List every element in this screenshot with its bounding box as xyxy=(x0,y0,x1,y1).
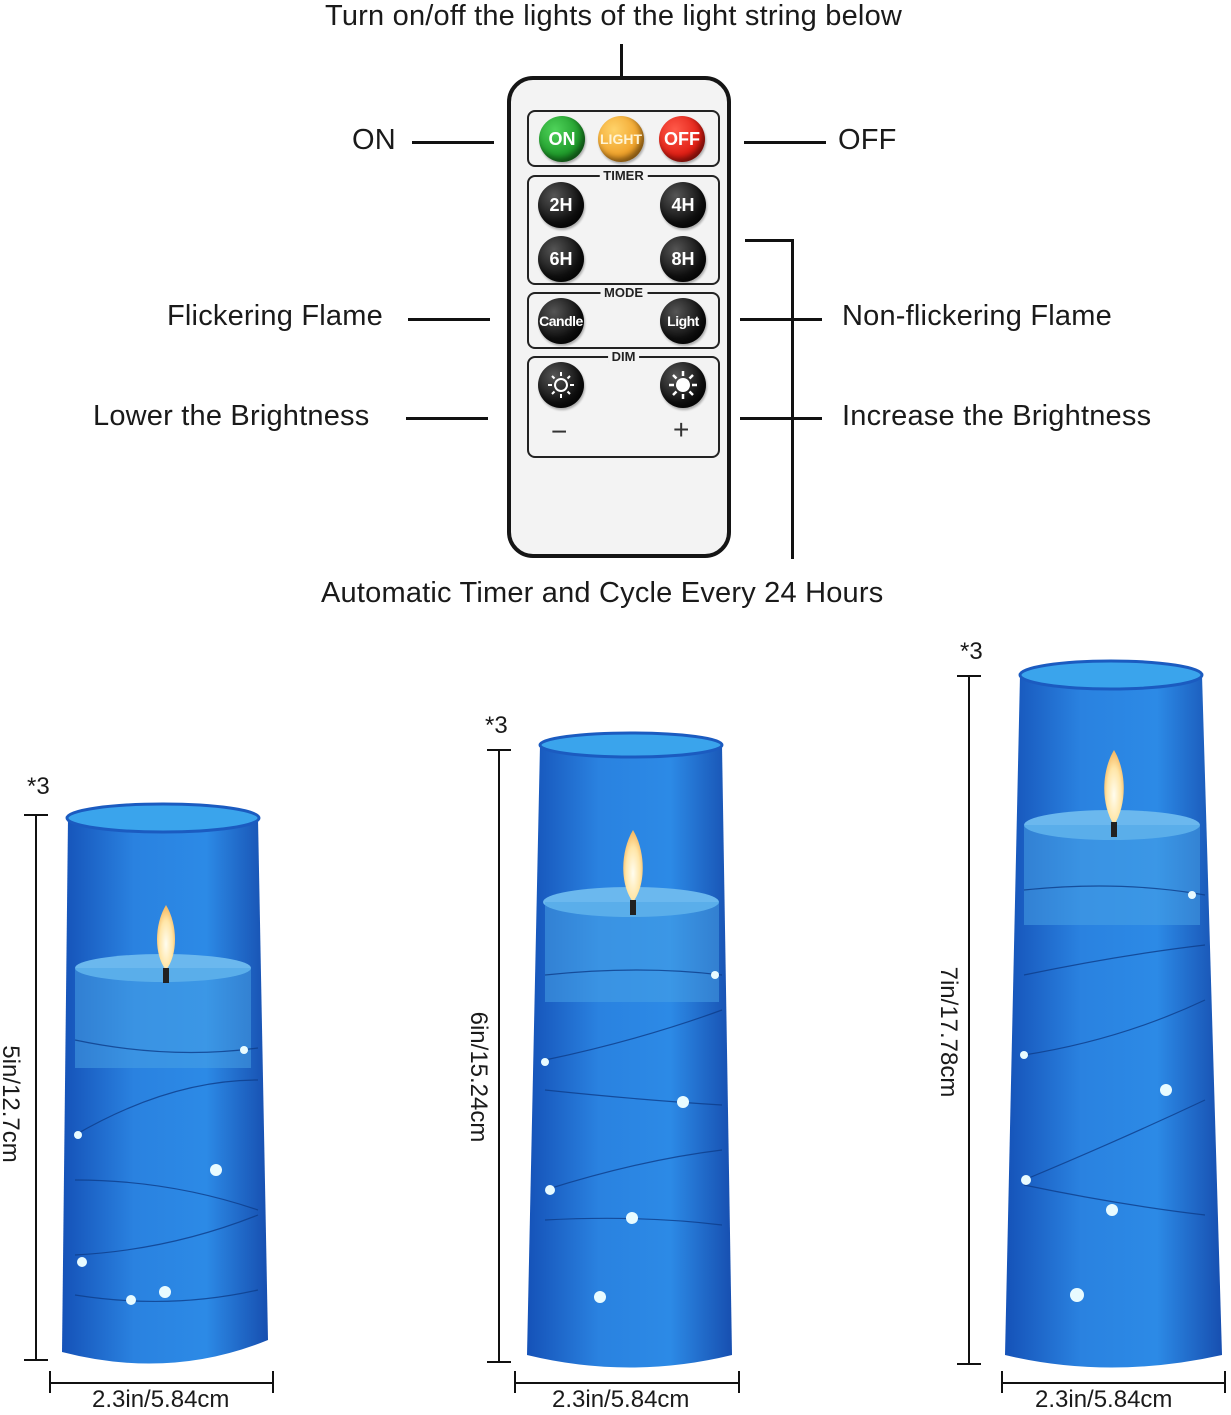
off-leader xyxy=(744,141,826,144)
timer-4h-button[interactable]: 4H xyxy=(660,182,706,228)
timer-panel: TIMER 2H 4H 6H 8H xyxy=(527,168,720,285)
timer-cycle-callout: Automatic Timer and Cycle Every 24 Hours xyxy=(321,577,884,609)
increase-leader xyxy=(740,417,822,420)
height-label-medium: 6in/15.24cm xyxy=(465,1011,492,1143)
on-leader xyxy=(412,141,494,144)
qty-large: *3 xyxy=(960,638,983,665)
qty-small: *3 xyxy=(27,773,50,800)
minus-sign: − xyxy=(551,416,568,447)
dim-down-button[interactable] xyxy=(538,362,584,408)
candle-small xyxy=(62,802,268,1364)
plus-sign: + xyxy=(673,414,690,445)
timer-bracket-top xyxy=(745,239,791,242)
nonflicker-callout: Non-flickering Flame xyxy=(842,300,1112,332)
lower-leader xyxy=(406,417,488,420)
light-mode-button[interactable]: Light xyxy=(660,298,706,344)
candle-medium xyxy=(527,731,732,1368)
width-label-small: 2.3in/5.84cm xyxy=(92,1386,230,1413)
on-callout: ON xyxy=(352,124,396,156)
timer-2h-button[interactable]: 2H xyxy=(538,182,584,228)
caption-leader xyxy=(620,44,623,76)
candle-mode-button[interactable]: Candle xyxy=(538,298,584,344)
width-label-large: 2.3in/5.84cm xyxy=(1035,1386,1173,1413)
remote-control: ON LIGHT OFF TIMER 2H 4H 6H 8H MODE Cand… xyxy=(507,76,731,558)
top-caption: Turn on/off the lights of the light stri… xyxy=(325,0,903,32)
timer-6h-button[interactable]: 6H xyxy=(538,236,584,282)
lower-callout: Lower the Brightness xyxy=(93,400,370,432)
power-panel: ON LIGHT OFF xyxy=(527,110,720,167)
nonflicker-leader xyxy=(740,318,822,321)
qty-medium: *3 xyxy=(485,712,508,739)
mode-title: MODE xyxy=(600,285,647,300)
sun-outline-icon xyxy=(548,372,574,398)
light-button[interactable]: LIGHT xyxy=(598,116,644,162)
candles-illustration xyxy=(24,659,1226,1393)
flicker-leader xyxy=(408,318,490,321)
off-button[interactable]: OFF xyxy=(659,116,705,162)
off-callout: OFF xyxy=(838,124,897,156)
dim-panel: DIM − xyxy=(527,349,720,458)
dim-title: DIM xyxy=(607,349,640,364)
timer-title: TIMER xyxy=(599,168,648,183)
width-label-medium: 2.3in/5.84cm xyxy=(552,1386,690,1413)
timer-bracket-vertical xyxy=(791,239,794,559)
flicker-callout: Flickering Flame xyxy=(167,300,383,332)
height-label-large: 7in/17.78cm xyxy=(935,966,962,1098)
dim-up-button[interactable] xyxy=(660,362,706,408)
height-label-small: 5in/12.7cm xyxy=(0,1045,24,1163)
mode-panel: MODE Candle Light xyxy=(527,285,720,349)
increase-callout: Increase the Brightness xyxy=(842,400,1152,432)
on-button[interactable]: ON xyxy=(539,116,585,162)
timer-8h-button[interactable]: 8H xyxy=(660,236,706,282)
dimension-lines xyxy=(24,675,1226,1393)
sun-filled-icon xyxy=(669,371,697,399)
candle-large xyxy=(1005,659,1222,1368)
